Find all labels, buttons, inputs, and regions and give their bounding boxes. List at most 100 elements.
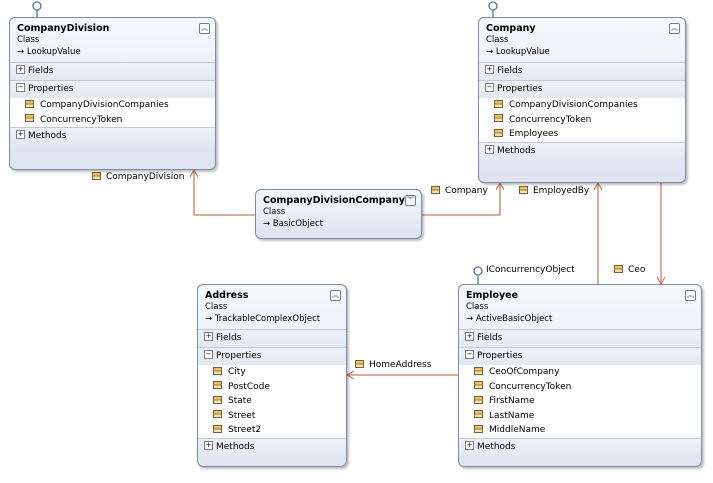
- property-icon: [614, 264, 623, 273]
- class-header: Company Class → LookupValue ︽: [479, 18, 685, 62]
- section-fields[interactable]: +Fields: [10, 62, 215, 80]
- assoc-label-employedby[interactable]: EmployedBy: [519, 185, 589, 196]
- property-item[interactable]: ConcurrencyToken: [479, 112, 685, 127]
- expand-plus-icon[interactable]: +: [16, 65, 25, 74]
- class-kind: Class: [17, 35, 40, 45]
- property-item[interactable]: LastName: [459, 408, 701, 423]
- property-item[interactable]: Employees: [479, 127, 685, 142]
- class-box-companydivision[interactable]: CompanyDivision Class → LookupValue ︽ +F…: [9, 17, 216, 170]
- section-methods[interactable]: +Methods: [479, 141, 685, 160]
- class-box-address[interactable]: Address Class → TrackableComplexObject ︽…: [197, 284, 347, 467]
- collapse-chevron-icon[interactable]: ︽: [199, 23, 210, 34]
- expand-plus-icon[interactable]: +: [204, 440, 213, 450]
- section-properties[interactable]: −Properties: [479, 80, 685, 98]
- expand-plus-icon[interactable]: +: [16, 130, 25, 139]
- class-header: CompanyDivisionCompany Class → BasicObje…: [256, 190, 421, 234]
- property-icon: [474, 366, 483, 375]
- class-kind: Class: [486, 35, 509, 45]
- class-body: +Fields −Properties CompanyDivisionCompa…: [10, 62, 215, 145]
- property-item[interactable]: MiddleName: [459, 423, 701, 438]
- property-item[interactable]: CeoOfCompany: [459, 365, 701, 380]
- property-item[interactable]: FirstName: [459, 394, 701, 409]
- inherit-arrow-icon: →: [263, 219, 273, 229]
- property-icon: [25, 99, 34, 108]
- property-icon: [213, 366, 222, 375]
- expand-plus-icon[interactable]: +: [485, 144, 494, 154]
- class-name: Company: [486, 23, 536, 34]
- property-item[interactable]: ConcurrencyToken: [10, 112, 215, 127]
- section-properties[interactable]: −Properties: [198, 347, 346, 365]
- collapse-chevron-icon[interactable]: ︽: [669, 23, 680, 34]
- lollipop-employee: [473, 266, 483, 284]
- expand-plus-icon[interactable]: +: [465, 440, 474, 450]
- property-icon: [25, 114, 34, 122]
- collapse-minus-icon[interactable]: −: [204, 350, 213, 359]
- section-properties[interactable]: −Properties: [10, 80, 215, 98]
- section-properties[interactable]: −Properties: [459, 347, 701, 365]
- expand-chevron-icon[interactable]: ︾: [405, 195, 416, 206]
- class-base: → ActiveBasicObject: [466, 314, 553, 324]
- class-base: → LookupValue: [486, 47, 550, 57]
- property-item[interactable]: Street: [198, 408, 346, 423]
- class-header: Address Class → TrackableComplexObject ︽: [198, 285, 346, 329]
- class-header: Employee Class → ActiveBasicObject ︽: [459, 285, 701, 329]
- section-methods[interactable]: +Methods: [459, 437, 701, 456]
- section-methods[interactable]: +Methods: [198, 437, 346, 456]
- assoc-label-companydivision[interactable]: CompanyDivision: [92, 171, 184, 182]
- assoc-label-ceo[interactable]: Ceo: [614, 264, 645, 275]
- property-icon: [494, 99, 503, 108]
- inherit-arrow-icon: →: [17, 47, 27, 57]
- class-header: CompanyDivision Class → LookupValue ︽: [10, 18, 215, 62]
- property-icon: [213, 424, 222, 433]
- property-icon: [474, 395, 483, 404]
- section-fields[interactable]: +Fields: [459, 329, 701, 347]
- collapse-chevron-icon[interactable]: ︽: [685, 290, 696, 301]
- class-box-employee[interactable]: Employee Class → ActiveBasicObject ︽ +Fi…: [458, 284, 702, 467]
- property-icon: [355, 359, 364, 368]
- class-body: +Fields −Properties City PostCode State …: [198, 329, 346, 456]
- class-base: → TrackableComplexObject: [205, 314, 321, 324]
- section-fields[interactable]: +Fields: [479, 62, 685, 80]
- property-item[interactable]: State: [198, 394, 346, 409]
- section-methods[interactable]: +Methods: [10, 127, 215, 145]
- assoc-label-homeaddress[interactable]: HomeAddress: [355, 359, 431, 370]
- property-icon: [474, 424, 483, 433]
- class-box-company[interactable]: Company Class → LookupValue ︽ +Fields −P…: [478, 17, 686, 183]
- property-item[interactable]: ConcurrencyToken: [459, 379, 701, 394]
- property-item[interactable]: Street2: [198, 423, 346, 438]
- class-name: CompanyDivisionCompany: [263, 195, 405, 206]
- property-item[interactable]: CompanyDivisionCompanies: [479, 98, 685, 113]
- assoc-label-company[interactable]: Company: [431, 185, 488, 196]
- property-icon: [474, 410, 483, 418]
- property-icon: [213, 395, 222, 404]
- class-kind: Class: [466, 302, 489, 312]
- class-name: Employee: [466, 290, 519, 301]
- property-icon: [494, 114, 503, 122]
- section-fields[interactable]: +Fields: [198, 329, 346, 347]
- class-base: → LookupValue: [17, 47, 81, 57]
- class-body: +Fields −Properties CeoOfCompany Concurr…: [459, 329, 701, 456]
- class-name: CompanyDivision: [17, 23, 110, 34]
- property-icon: [213, 381, 222, 389]
- property-icon: [519, 185, 528, 194]
- inherit-arrow-icon: →: [466, 314, 476, 324]
- collapse-chevron-icon[interactable]: ︽: [330, 290, 341, 301]
- inherit-arrow-icon: →: [205, 314, 215, 324]
- inherit-arrow-icon: →: [486, 47, 496, 57]
- collapse-minus-icon[interactable]: −: [16, 83, 25, 92]
- expand-plus-icon[interactable]: +: [204, 332, 213, 341]
- class-kind: Class: [263, 207, 286, 217]
- property-item[interactable]: City: [198, 365, 346, 380]
- property-item[interactable]: CompanyDivisionCompanies: [10, 98, 215, 113]
- link-company[interactable]: [422, 183, 500, 216]
- collapse-minus-icon[interactable]: −: [465, 350, 474, 359]
- property-icon: [494, 128, 503, 137]
- expand-plus-icon[interactable]: +: [485, 65, 494, 74]
- link-companydivision[interactable]: [194, 170, 255, 216]
- expand-plus-icon[interactable]: +: [465, 332, 474, 341]
- property-item[interactable]: PostCode: [198, 379, 346, 394]
- class-body: +Fields −Properties CompanyDivisionCompa…: [479, 62, 685, 160]
- collapse-minus-icon[interactable]: −: [485, 83, 494, 92]
- class-box-companydivisioncompany[interactable]: CompanyDivisionCompany Class → BasicObje…: [255, 189, 422, 239]
